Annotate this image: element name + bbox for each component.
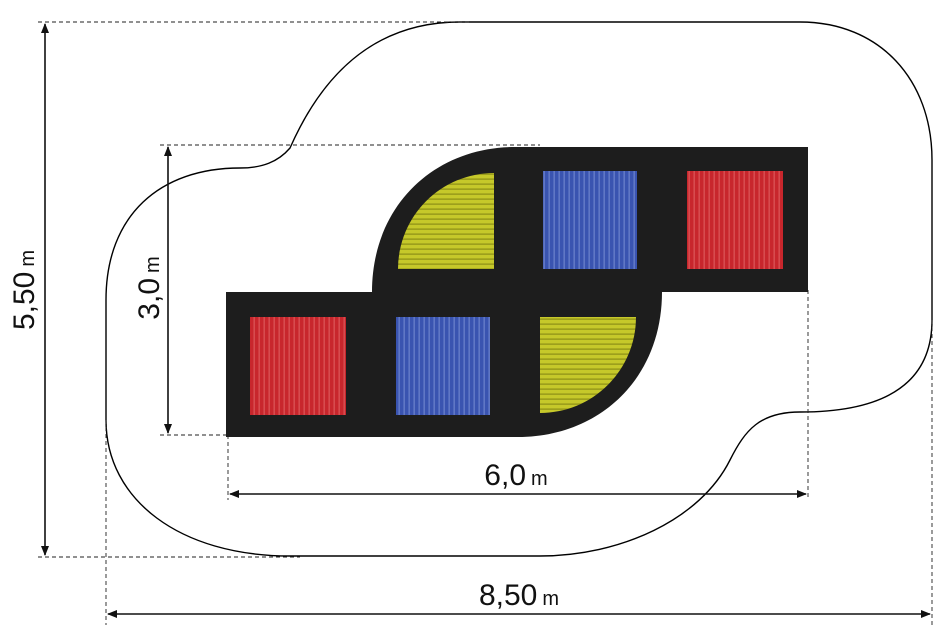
safety-zone-outline — [105, 21, 933, 557]
dimension-arrows — [41, 23, 931, 618]
tile-red-bottom-left — [250, 317, 346, 415]
tile-red-top-right — [687, 171, 783, 269]
label-total-height: 5,50m — [8, 250, 41, 330]
reference-lines — [38, 21, 933, 625]
tile-yellow-quarter-bottom — [540, 317, 636, 413]
tile-blue-bottom-middle — [396, 317, 490, 415]
tile-blue-top-middle — [543, 171, 637, 269]
play-mat — [226, 147, 808, 437]
tile-yellow-quarter-top — [398, 173, 494, 269]
label-inner-height: 3,0m — [133, 256, 166, 319]
